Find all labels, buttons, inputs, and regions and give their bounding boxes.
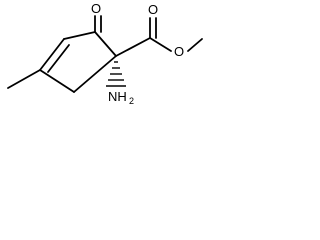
bond-c1-c2 [94, 31, 117, 57]
bond-c1-ester-c [115, 37, 151, 57]
bond-c4-methyl [7, 69, 41, 89]
bond-c3-c4-outer [39, 38, 65, 71]
amino-group-subscript: 2 [129, 96, 134, 106]
amino-group-label: NH [108, 89, 127, 104]
bond-c3-c4-inner [47, 44, 70, 73]
bond-c5-c1 [73, 55, 117, 93]
bond-c2-c3 [63, 31, 96, 40]
bond-ester-c-o [149, 37, 172, 52]
bond-c4-c5 [39, 69, 75, 93]
molecule-svg: O O O NH 2 [7, 1, 203, 106]
stereo-hashed-wedge [106, 61, 126, 87]
ester-carbonyl-oxygen-label: O [148, 2, 158, 17]
molecule-structure-drawing: O O O NH 2 [0, 0, 206, 128]
ester-ether-oxygen-label: O [174, 44, 184, 59]
ketone-oxygen-label: O [91, 1, 101, 16]
bond-ester-o-methyl [187, 38, 203, 52]
